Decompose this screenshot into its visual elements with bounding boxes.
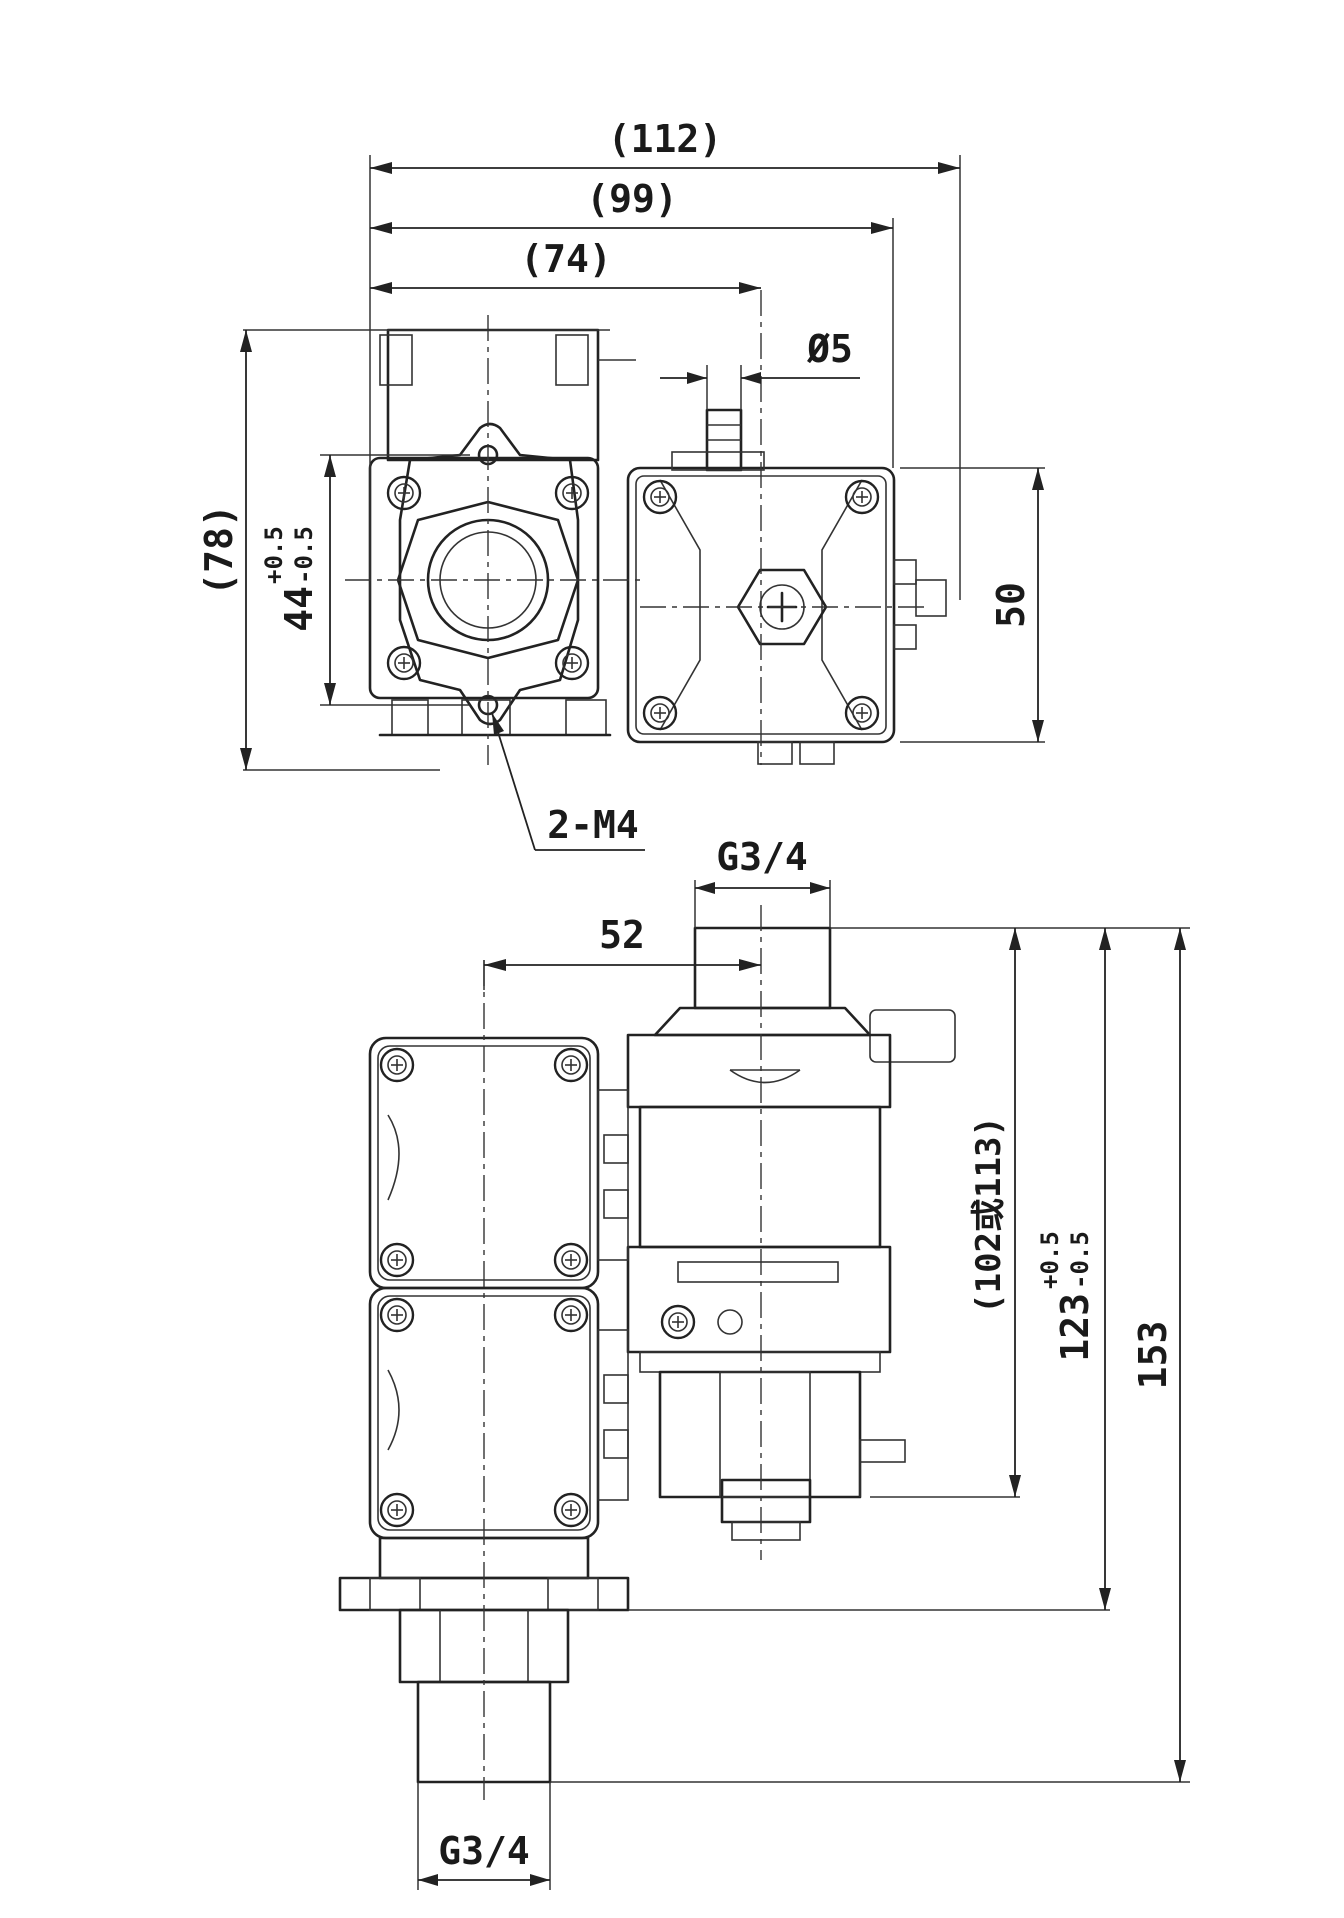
callout-mount-holes: 2-M4 xyxy=(547,803,639,847)
dim-height-tol-plus: +0.5 xyxy=(1036,1231,1064,1289)
left-valve-body xyxy=(368,328,636,737)
coil-stack xyxy=(626,1033,906,1541)
top-port xyxy=(653,926,956,1063)
dim-width-99: (99) xyxy=(586,177,678,221)
dim-top-port-thread: G3/4 xyxy=(716,835,808,879)
dim-width-74: (74) xyxy=(520,237,612,281)
top-view: (112) (99) (74) Ø5 (78) 44 +0.5 -0.5 xyxy=(197,117,1045,851)
dim-port-diameter: Ø5 xyxy=(806,327,853,371)
dim-overall-width: (112) xyxy=(608,117,722,161)
side-view: G3/4 52 (102或113) 123 +0.5 -0.5 153 G3/4 xyxy=(338,835,1190,1890)
solenoid-coil xyxy=(626,408,947,765)
dim-height-alt: (102或113) xyxy=(969,1116,1009,1314)
dim-mount-tol-minus: -0.5 xyxy=(290,526,318,584)
dim-overall-height: (78) xyxy=(197,504,241,596)
left-valve-module xyxy=(368,1036,629,1540)
dim-mount-tol-plus: +0.5 xyxy=(260,526,288,584)
dim-height-main: 123 xyxy=(1053,1293,1097,1362)
dim-center-offset: 52 xyxy=(599,913,645,957)
dim-height-tol-minus: -0.5 xyxy=(1066,1231,1094,1289)
dim-overall-height: 153 xyxy=(1131,1321,1175,1390)
dim-mount-spacing: 44 xyxy=(277,586,321,632)
dim-coil-height: 50 xyxy=(989,582,1033,628)
dim-bottom-port-thread: G3/4 xyxy=(438,1829,530,1873)
